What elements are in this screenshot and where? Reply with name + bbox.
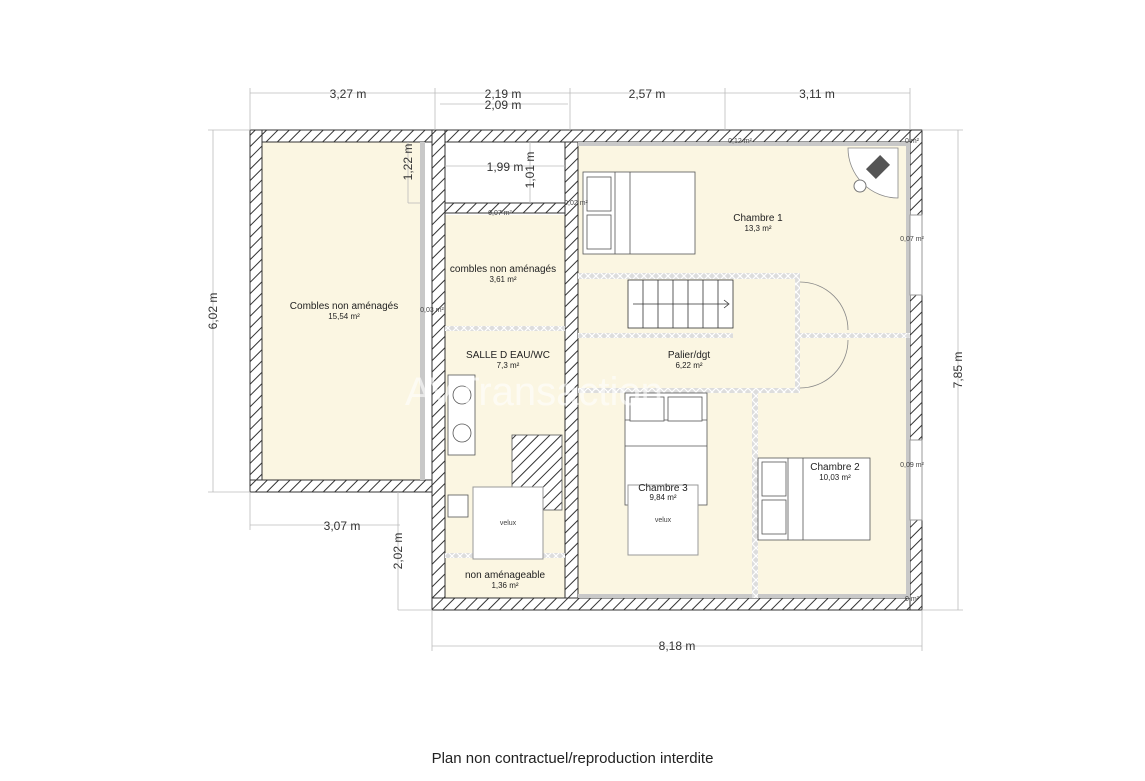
room-area: 15,54 m²: [328, 312, 360, 321]
area-label: 0,12 m²: [728, 138, 752, 145]
room-area: 13,3 m²: [744, 224, 771, 233]
area-label: 0,02 m²: [564, 200, 588, 207]
room-area: 10,03 m²: [819, 473, 851, 482]
dimension-label: 2,57 m: [629, 87, 666, 101]
area-label: 0,07 m²: [900, 236, 924, 243]
dimension-labels: 3,27 m 2,19 m 2,09 m 2,57 m 3,11 m 6,02 …: [206, 87, 965, 653]
room-area: 1,36 m²: [491, 581, 518, 590]
sink-icon: [452, 423, 472, 443]
room-name: Chambre 1: [733, 213, 783, 224]
area-label: 0 m²: [905, 138, 920, 145]
interior-linings: [420, 142, 910, 598]
room-name: Combles non aménagés: [290, 301, 398, 312]
dimension-lines: [208, 88, 963, 651]
sink-icon: [452, 385, 472, 405]
area-label: 0 m²: [905, 596, 920, 603]
small-room-floor: [445, 142, 565, 203]
area-label: 0,09 m²: [900, 462, 924, 469]
dimension-label: 8,18 m: [659, 639, 696, 653]
velux-1: [472, 486, 544, 560]
velux-1-label: velux: [500, 520, 517, 527]
exterior-walls: [249, 129, 923, 611]
dimension-label: 2,09 m: [485, 98, 522, 112]
dimension-label: 1,01 m: [523, 152, 537, 189]
staircase: [627, 279, 734, 329]
small-area-labels: 0,12 m² 0 m² 0,07 m² 0,02 m² 0,07 m² 0,0…: [420, 138, 924, 603]
dimension-label: 1,22 m: [401, 144, 415, 181]
dimension-label: 3,11 m: [799, 87, 835, 101]
dimension-label: 6,02 m: [206, 293, 220, 330]
room-name: SALLE D EAU/WC: [466, 350, 550, 361]
room-name: non aménageable: [465, 570, 546, 581]
room-name: combles non aménagés: [450, 264, 556, 275]
dimension-label: 1,99 m: [487, 160, 524, 174]
room-area: 3,61 m²: [489, 275, 516, 284]
disclaimer-footer: Plan non contractuel/reproduction interd…: [431, 750, 714, 767]
windows: [909, 214, 923, 521]
dimension-label: 7,85 m: [951, 352, 965, 389]
room-area: 6,22 m²: [675, 361, 702, 370]
room-name: Chambre 3: [638, 483, 688, 494]
area-label: 0,07 m²: [488, 210, 512, 217]
toilet-icon: [447, 494, 469, 518]
room-name: Chambre 2: [810, 462, 860, 473]
velux-2: [627, 484, 699, 556]
dimension-label: 3,07 m: [324, 519, 361, 533]
velux-2-label: velux: [655, 517, 672, 524]
desk-icon: [865, 154, 891, 180]
room-name: Palier/dgt: [668, 350, 710, 361]
dimension-label: 3,27 m: [330, 87, 367, 101]
dimension-label: 2,19 m: [485, 87, 522, 101]
room-area: 9,84 m²: [649, 493, 676, 502]
bed-chambre-1: [582, 171, 696, 255]
dimension-label: 2,02 m: [391, 533, 405, 570]
room-labels: Combles non aménagés 15,54 m² combles no…: [290, 213, 860, 590]
chair-icon: [853, 179, 867, 193]
watermark: AVTransaction: [405, 370, 663, 414]
bed-chambre-2: [757, 457, 871, 541]
area-label: 0,03 m²: [420, 307, 444, 314]
room-area: 7,3 m²: [497, 361, 520, 370]
